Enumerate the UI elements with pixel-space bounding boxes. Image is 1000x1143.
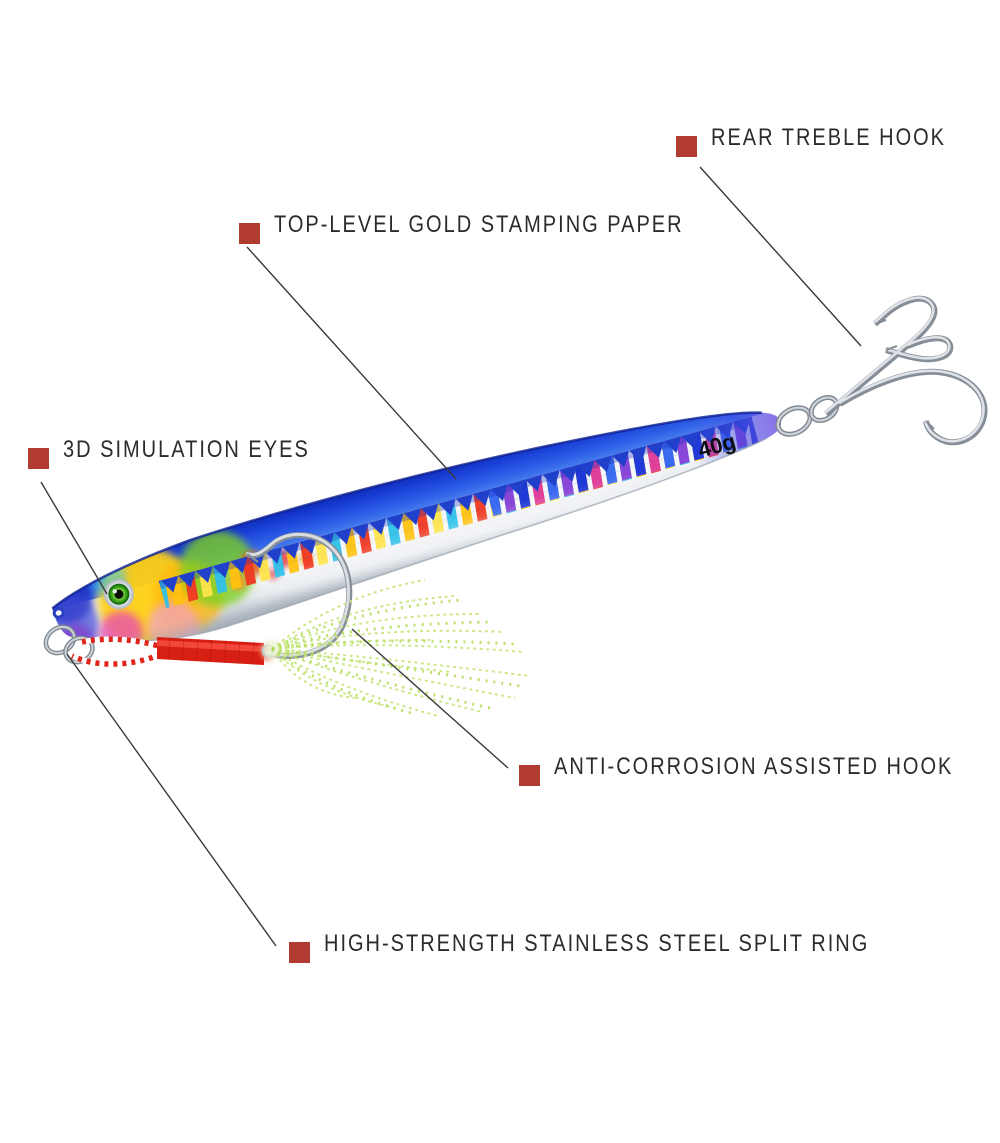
feather-skirt [262, 579, 531, 717]
bullet-square [28, 448, 49, 469]
treble-hook [824, 295, 988, 446]
callout-line-eyes [40, 481, 108, 595]
callout-lines [40, 166, 862, 947]
bullet-square [289, 942, 310, 963]
red-thread-wrap [157, 637, 273, 665]
tail-blue-overlay [677, 376, 795, 509]
annotation-3d-simulation-eyes: 3D SIMULATION EYES [28, 436, 310, 470]
label-text: REAR TREBLE HOOK [711, 124, 947, 152]
label-text: ANTI-CORROSION ASSISTED HOOK [554, 753, 954, 781]
back-edge [51, 411, 762, 610]
annotation-gold-stamping-paper: TOP-LEVEL GOLD STAMPING PAPER [239, 211, 684, 245]
callout-line-gold-stamping [246, 246, 457, 480]
assist-cord [70, 636, 164, 667]
belly-edge [70, 437, 768, 643]
nose-hole [52, 607, 65, 619]
zigzag-teeth [158, 416, 756, 598]
annotation-rear-treble-hook: REAR TREBLE HOOK [676, 124, 946, 158]
callout-line-assisted-hook [351, 628, 509, 769]
callout-line-split-ring [66, 653, 277, 947]
rear-split-ring [775, 395, 840, 437]
bullet-square [519, 765, 540, 786]
lure-eye [103, 579, 134, 610]
label-text: TOP-LEVEL GOLD STAMPING PAPER [274, 211, 684, 239]
bullet-square [676, 136, 697, 157]
bullet-square [239, 223, 260, 244]
annotation-anti-corrosion-assisted-hook: ANTI-CORROSION ASSISTED HOOK [519, 753, 953, 787]
label-text: 3D SIMULATION EYES [63, 436, 310, 464]
label-text: HIGH-STRENGTH STAINLESS STEEL SPLIT RING [324, 930, 870, 958]
callout-line-rear-treble-hook [699, 166, 862, 347]
annotation-split-ring: HIGH-STRENGTH STAINLESS STEEL SPLIT RING [289, 930, 869, 964]
belly-glare [246, 474, 690, 599]
